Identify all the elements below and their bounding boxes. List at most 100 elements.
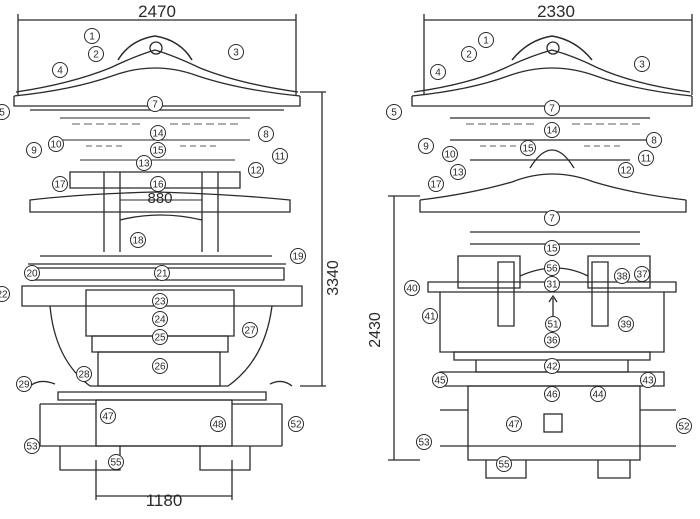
callout-number: 1 bbox=[89, 32, 95, 43]
callout-number: 41 bbox=[424, 312, 436, 323]
callout-number: 29 bbox=[18, 380, 30, 391]
callout-circle bbox=[478, 32, 494, 48]
callout-number: 17 bbox=[54, 180, 66, 191]
callout-number: 28 bbox=[78, 370, 90, 381]
callout-number: 9 bbox=[423, 142, 429, 153]
left-elevation bbox=[13, 14, 326, 500]
callout-number: 15 bbox=[152, 146, 164, 157]
callout-number: 21 bbox=[156, 269, 168, 280]
callout-number: 11 bbox=[641, 154, 652, 165]
callout-circle bbox=[108, 454, 124, 470]
callout-number: 3 bbox=[639, 60, 645, 71]
callout-number: 45 bbox=[434, 376, 446, 387]
callout-number: 4 bbox=[57, 66, 63, 77]
callout-circle bbox=[386, 104, 402, 120]
callout-number: 12 bbox=[620, 166, 632, 177]
callout-number: 23 bbox=[154, 297, 166, 308]
callout-circle bbox=[76, 366, 92, 382]
callout-circle bbox=[544, 210, 560, 226]
callout-circle bbox=[150, 125, 166, 141]
callout-number: 12 bbox=[250, 166, 262, 177]
callout-number: 56 bbox=[546, 264, 558, 275]
callout-number: 18 bbox=[132, 236, 144, 247]
callout-circle bbox=[640, 372, 656, 388]
dimension-label-left-height: 3340 bbox=[325, 260, 342, 296]
callout-circle bbox=[430, 64, 446, 80]
callout-circle bbox=[638, 150, 654, 166]
callout-number: 8 bbox=[263, 130, 269, 141]
dimension-label-right-top: 2330 bbox=[537, 2, 575, 21]
left-crest bbox=[117, 35, 193, 61]
callout-number: 7 bbox=[549, 214, 555, 225]
callout-number: 17 bbox=[430, 180, 442, 191]
callout-number: 20 bbox=[26, 269, 38, 280]
callout-number: 25 bbox=[154, 333, 166, 344]
callout-number: 46 bbox=[546, 390, 558, 401]
callout-circle bbox=[428, 176, 444, 192]
callout-circle bbox=[450, 164, 466, 180]
left-bracket-beads bbox=[72, 123, 238, 147]
callout-circle bbox=[52, 62, 68, 78]
callout-number: 5 bbox=[391, 108, 397, 119]
callout-circle bbox=[24, 265, 40, 281]
callout-circle bbox=[26, 142, 42, 158]
callout-number: 11 bbox=[275, 152, 286, 163]
callout-number: 14 bbox=[152, 129, 164, 140]
callout-circle bbox=[152, 293, 168, 309]
callout-circle bbox=[154, 265, 170, 281]
callout-number: 52 bbox=[290, 420, 302, 431]
callout-circle bbox=[404, 280, 420, 296]
callout-number: 9 bbox=[31, 146, 37, 157]
callout-number: 24 bbox=[154, 315, 166, 326]
callout-circle bbox=[442, 146, 458, 162]
callout-number: 2 bbox=[466, 50, 472, 61]
callout-circle bbox=[544, 260, 560, 276]
callout-number: 15 bbox=[522, 144, 534, 155]
callout-number: 2 bbox=[93, 50, 99, 61]
callout-circle bbox=[242, 322, 258, 338]
callout-circle bbox=[152, 329, 168, 345]
callout-circle bbox=[520, 140, 536, 156]
callout-circle bbox=[88, 46, 104, 62]
callout-number: 55 bbox=[110, 458, 122, 469]
callout-circle bbox=[544, 386, 560, 402]
callout-number: 27 bbox=[244, 326, 256, 337]
callout-number: 55 bbox=[498, 460, 510, 471]
callout-circle bbox=[545, 316, 561, 332]
callout-circle bbox=[544, 122, 560, 138]
callout-number: 7 bbox=[152, 100, 158, 111]
callout-circle bbox=[288, 416, 304, 432]
callout-circle bbox=[646, 132, 662, 148]
callout-number: 15 bbox=[546, 244, 558, 255]
callout-number: 10 bbox=[50, 140, 62, 151]
callout-number: 22 bbox=[0, 290, 8, 301]
callout-circle bbox=[544, 332, 560, 348]
callout-circle bbox=[590, 386, 606, 402]
callout-circle bbox=[676, 418, 692, 434]
callout-number: 39 bbox=[620, 320, 632, 331]
callout-circle bbox=[618, 162, 634, 178]
callout-number: 53 bbox=[418, 438, 430, 449]
callout-circle bbox=[150, 142, 166, 158]
callout-number: 5 bbox=[0, 108, 5, 119]
callout-number: 43 bbox=[642, 376, 654, 387]
callout-circle bbox=[634, 266, 650, 282]
callout-number: 37 bbox=[636, 270, 648, 281]
callout-number: 38 bbox=[616, 272, 628, 283]
callout-number: 26 bbox=[154, 362, 166, 373]
callout-circle bbox=[0, 286, 10, 302]
left-roof-ridge bbox=[15, 49, 299, 93]
callout-number: 10 bbox=[444, 150, 456, 161]
callout-circle bbox=[210, 416, 226, 432]
callout-circle bbox=[422, 308, 438, 324]
callout-circle bbox=[432, 372, 448, 388]
callout-number: 40 bbox=[406, 284, 418, 295]
callout-circle bbox=[147, 96, 163, 112]
callout-circle bbox=[506, 416, 522, 432]
callout-circle bbox=[418, 138, 434, 154]
callout-number: 8 bbox=[651, 136, 657, 147]
callout-circle bbox=[618, 316, 634, 332]
callout-number: 48 bbox=[212, 420, 224, 431]
